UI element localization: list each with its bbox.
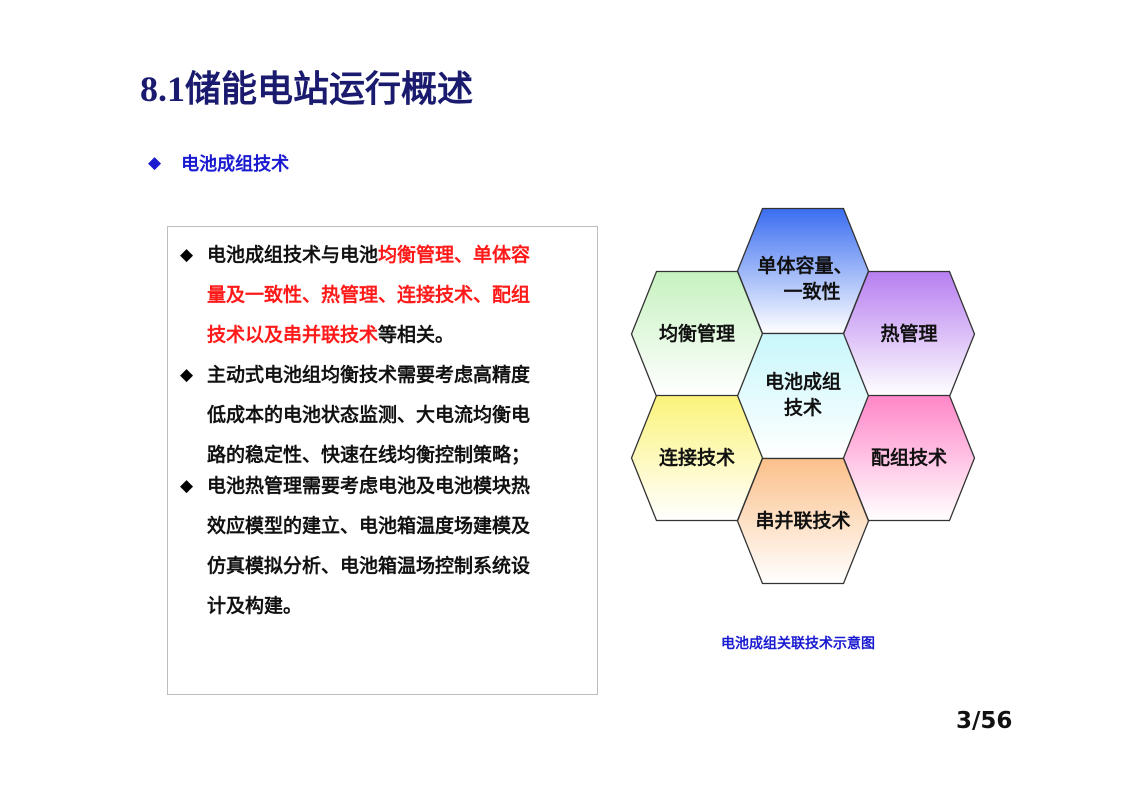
hexagon-label-line: 电池成组 [764,371,842,393]
hexagon-left-bottom [630,394,764,522]
hexagon-label-top: 单体容量、一致性 [757,253,852,305]
hexagon-label-line: 一致性 [783,281,841,303]
text-segment: 主动式电池组均衡技术需要考虑高精度 [207,364,531,386]
hexagon-label-line: 连接技术 [658,447,736,469]
hexagon-label-line: 配组技术 [870,447,948,469]
hexagon-label-line: 串并联技术 [755,510,851,532]
text-segment: 等相关。 [378,324,455,346]
diamond-bullet-icon: ◆ [180,476,194,496]
hexagon-left-top [630,270,764,398]
bullet-item: ◆ 电池热管理需要考虑电池及电池模块热效应模型的建立、电池箱温度场建模及仿真模拟分… [180,466,530,626]
hexagon-label-right-bottom: 配组技术 [871,445,947,471]
slide-title: 8.1储能电站运行概述 [140,69,474,109]
text-segment: 电池成组技术与电池 [207,244,379,266]
bullet-line: 电池成组技术与电池均衡管理、单体容 [180,235,530,275]
bullet-line: 技术以及串并联技术等相关。 [180,315,530,355]
text-segment: 仿真模拟分析、电池箱温场控制系统设 [207,555,531,577]
hexagon-right-bottom [842,394,976,522]
page-number: 3/56 [956,708,1013,734]
hexagon-label-line: 热管理 [880,323,938,345]
diagram-caption: 电池成组关联技术示意图 [721,636,875,652]
diamond-bullet-icon: ◆ [180,245,194,265]
bullet-line: 低成本的电池状态监测、大电流均衡电 [180,395,530,435]
diamond-bullet-icon: ◆ [148,153,162,173]
text-segment: 电池热管理需要考虑电池及电池模块热 [207,475,531,497]
section-subheading: ◆ 电池成组技术 [148,150,289,176]
hexagon-center [736,332,870,460]
bullet-line: 主动式电池组均衡技术需要考虑高精度 [180,355,530,395]
text-box: ◆电池成组技术与电池均衡管理、单体容量及一致性、热管理、连接技术、配组技术以及串… [167,226,598,695]
bullet-line: 仿真模拟分析、电池箱温场控制系统设 [180,546,530,586]
bullet-line: 效应模型的建立、电池箱温度场建模及 [180,506,530,546]
hexagon-label-line: 技术 [783,397,823,419]
hexagon-label-left-bottom: 连接技术 [659,445,735,471]
bullet-line: 计及构建。 [180,586,530,626]
hexagon-label-bottom: 串并联技术 [755,508,850,534]
bullet-item: ◆ 主动式电池组均衡技术需要考虑高精度低成本的电池状态监测、大电流均衡电路的稳定性… [180,355,530,475]
hexagon-label-center: 电池成组技术 [765,369,841,421]
hexagon-bottom [736,457,870,585]
text-segment: 路的稳定性、快速在线均衡控制策略； [207,444,531,466]
bullet-line: 量及一致性、热管理、连接技术、配组 [180,275,530,315]
diamond-bullet-icon: ◆ [180,365,194,385]
bullet-line: 电池热管理需要考虑电池及电池模块热 [180,466,530,506]
subheading-text: 电池成组技术 [181,154,290,175]
hexagon-label-line: 均衡管理 [658,323,736,345]
text-segment: 计及构建。 [207,595,303,617]
bullet-item: ◆电池成组技术与电池均衡管理、单体容量及一致性、热管理、连接技术、配组技术以及串… [180,235,530,355]
hexagon-label-right-top: 热管理 [880,321,937,347]
hexagon-right-top [842,270,976,398]
text-segment: 均衡管理、单体容 [378,244,531,266]
text-segment: 技术以及串并联技术 [207,324,379,346]
hexagon-label-line: 单体容量、 [757,255,853,277]
bullet-line: 路的稳定性、快速在线均衡控制策略； [180,435,530,475]
hexagon-top [736,207,870,335]
text-segment: 量及一致性、热管理、连接技术、配组 [207,284,531,306]
text-segment: 效应模型的建立、电池箱温度场建模及 [207,515,531,537]
hexagon-label-left-top: 均衡管理 [659,321,735,347]
text-segment: 低成本的电池状态监测、大电流均衡电 [207,404,531,426]
